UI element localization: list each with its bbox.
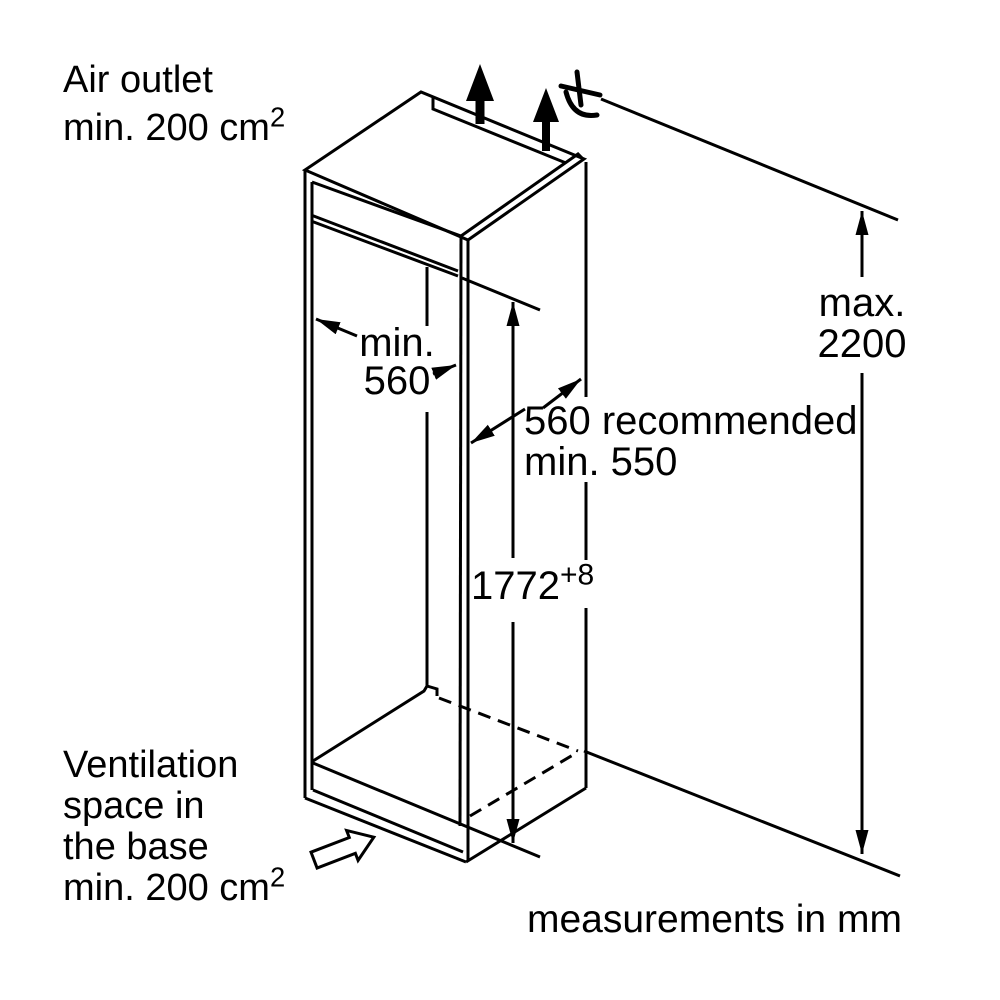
ventilation-line1: Ventilation <box>63 744 239 786</box>
ventilation-superscript: 2 <box>269 861 286 893</box>
top-airflow-arrows <box>466 64 559 151</box>
hidden-bottom-edges <box>438 696 579 818</box>
floor-line <box>583 749 901 878</box>
base-airflow-arrow-icon <box>309 828 377 870</box>
airflow-up-arrow-icon <box>533 88 559 151</box>
ventilation-line2: space in <box>63 785 205 827</box>
power-cable-icon <box>558 69 603 119</box>
plinth-bottom-edge <box>304 796 467 864</box>
niche-width-arrow-right <box>431 363 457 380</box>
max-height-line1: max. <box>818 281 906 325</box>
depth-dimension-label: 560 recommended min. 550 <box>524 401 858 483</box>
top-rail <box>310 213 541 312</box>
ceiling-line <box>600 97 899 222</box>
bottom-interior-left-edge <box>312 685 429 763</box>
depth-line2: min. 550 <box>524 440 678 484</box>
inner-top-front-edge <box>311 180 462 238</box>
depth-arrow-front <box>470 407 526 445</box>
ventilation-line4: min. 200 cm2 <box>63 861 286 909</box>
air-outlet-superscript: 2 <box>269 101 286 133</box>
cabinet-structure <box>301 90 901 878</box>
measurements-unit-note: measurements in mm <box>527 898 902 941</box>
niche-width-line2: 560 <box>363 359 431 403</box>
right-inner-edge <box>458 235 463 827</box>
right-bottom-edge <box>465 786 587 864</box>
depth-arrow-rear <box>542 377 582 410</box>
inner-top-right-edge <box>460 152 586 238</box>
dim-depth <box>470 377 582 445</box>
niche-height-value: 1772 <box>471 564 560 608</box>
niche-width-dimension-label: min. 560 <box>332 321 462 403</box>
niche-width-arrow-left <box>315 317 358 338</box>
plinth-top-edge <box>312 788 464 854</box>
niche-width-line1: min. <box>359 321 435 365</box>
air-outlet-label: Air outlet min. 200 cm2 <box>63 56 285 152</box>
air-outlet-line1: Air outlet <box>63 59 213 101</box>
niche-height-dimension-label: 1772+8 <box>471 560 594 608</box>
depth-line1: 560 recommended <box>524 399 858 443</box>
dimension-lines <box>315 211 869 854</box>
bottom-slot-notch <box>426 684 439 696</box>
dim-niche-width <box>315 317 457 380</box>
ventilation-label: Ventilation space in the base min. 200 c… <box>63 745 285 909</box>
air-outlet-line2: min. 200 cm2 <box>63 101 286 149</box>
airflow-up-arrow-icon <box>466 64 494 124</box>
niche-height-tolerance: +8 <box>559 558 595 592</box>
max-height-line2: 2200 <box>817 322 907 366</box>
max-height-dimension-label: max. 2200 <box>787 283 937 365</box>
ventilation-line3: the base <box>63 826 209 868</box>
air-outlet-slot <box>431 97 567 165</box>
